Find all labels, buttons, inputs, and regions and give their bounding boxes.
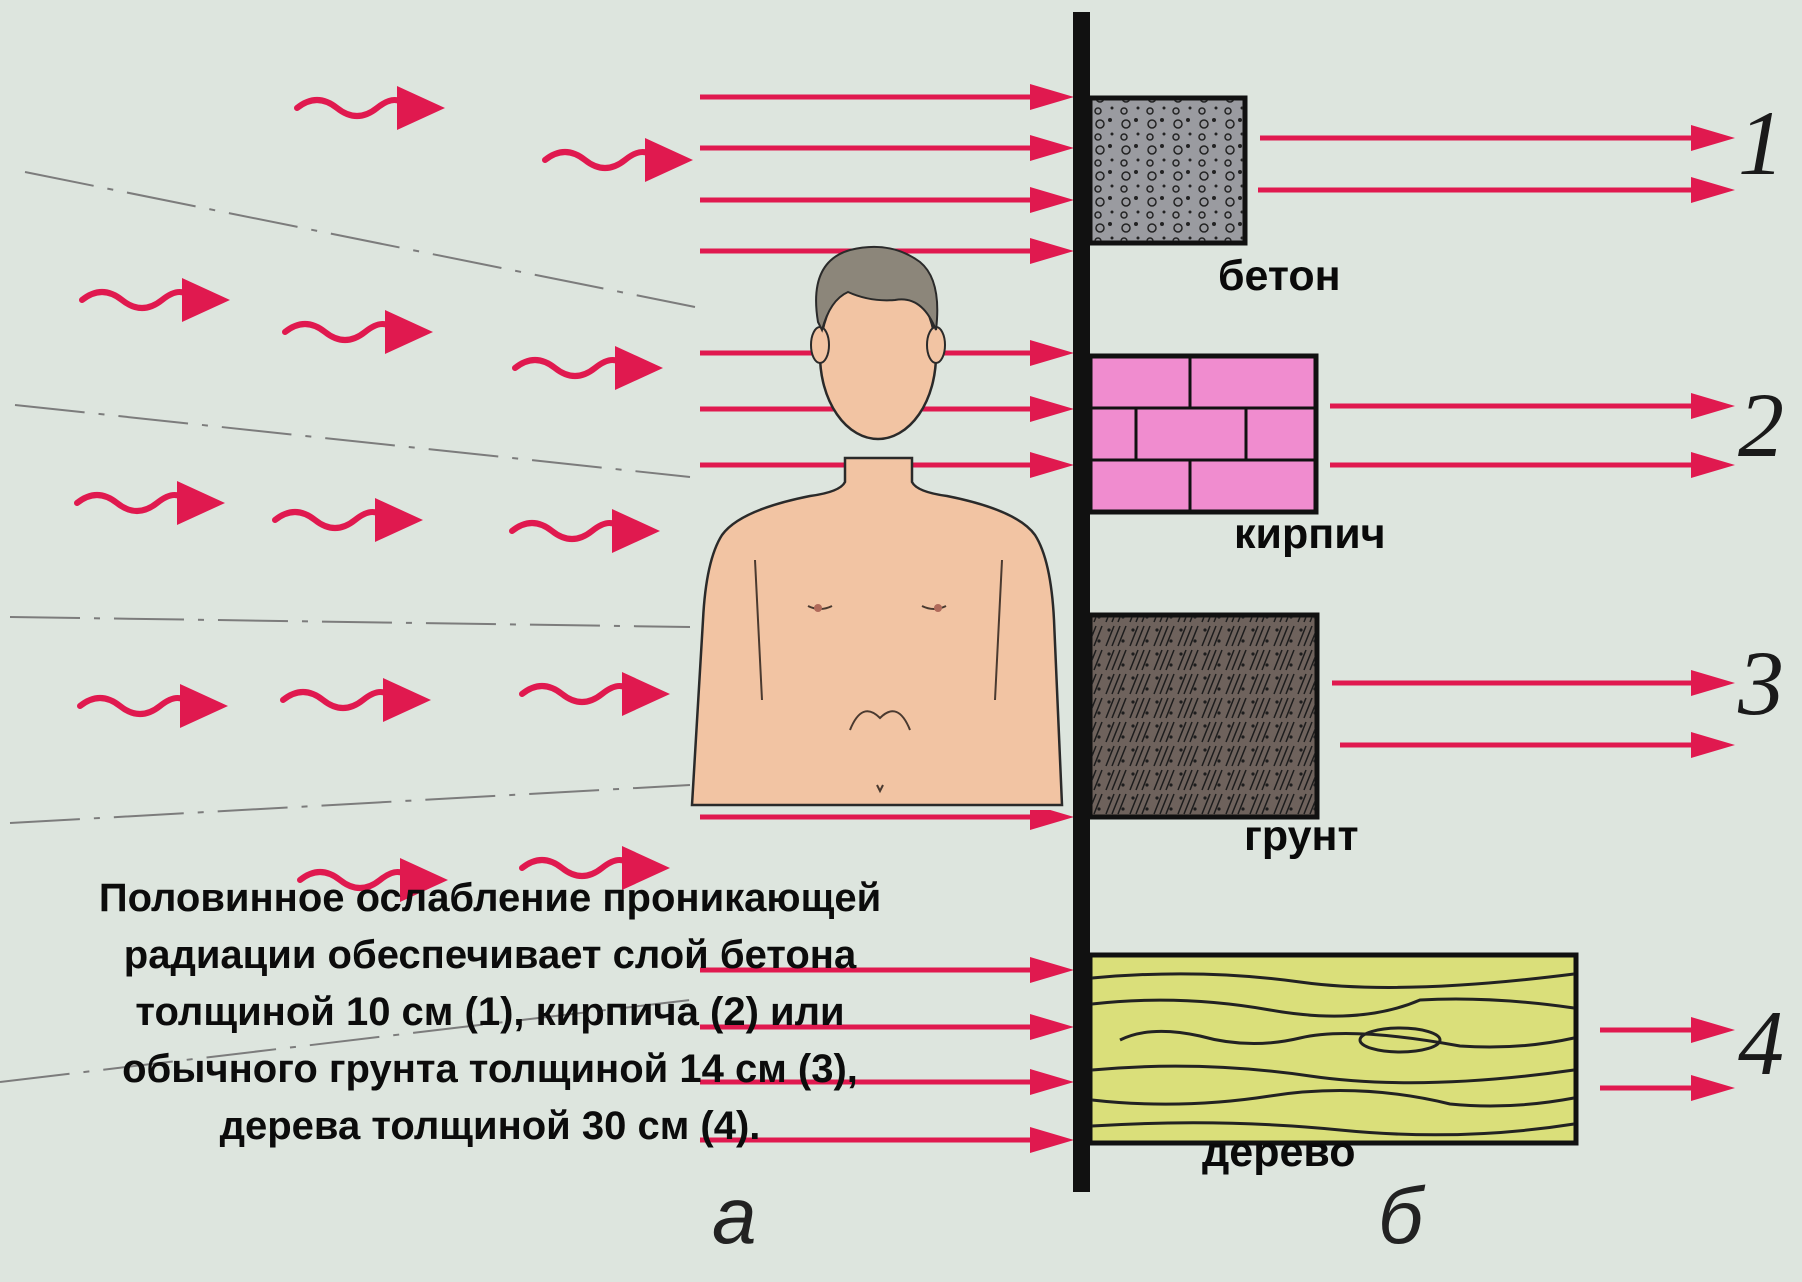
material-number-4: 4 (1738, 990, 1784, 1096)
wavy-arrow (80, 684, 228, 728)
part-label-b: б (1378, 1170, 1423, 1262)
caption-text: Половинное ослабление проникающей радиац… (10, 870, 970, 1155)
radiation-arrow (700, 187, 1074, 213)
material-label-concrete: бетон (1218, 252, 1341, 301)
wavy-radiation-arrows (77, 86, 693, 902)
wavy-arrow (285, 310, 433, 354)
human-figure-icon (690, 247, 1080, 810)
radiation-arrow (1258, 177, 1735, 203)
material-number-3: 3 (1738, 630, 1784, 736)
wavy-arrow (275, 498, 423, 542)
material-label-brick: кирпич (1234, 510, 1386, 559)
wavy-arrow (283, 678, 431, 722)
radiation-arrow (700, 135, 1074, 161)
radiation-arrow (1330, 452, 1735, 478)
caption-line: радиации обеспечивает слой бетона (10, 927, 970, 984)
material-label-soil: грунт (1244, 812, 1359, 861)
material-number-2: 2 (1738, 372, 1784, 478)
caption-line: толщиной 10 см (1), кирпича (2) или (10, 984, 970, 1041)
wavy-arrow (515, 346, 663, 390)
radiation-arrow (1330, 393, 1735, 419)
material-label-wood: дерево (1202, 1128, 1356, 1177)
wavy-arrow (77, 481, 225, 525)
part-label-a: а (712, 1170, 757, 1262)
caption-line: дерева толщиной 30 см (4). (10, 1098, 970, 1155)
radiation-arrow (1340, 732, 1735, 758)
wavy-arrow (82, 278, 230, 322)
radiation-arrow (700, 84, 1074, 110)
soil-block (1090, 615, 1317, 817)
wavy-arrow (297, 86, 445, 130)
barrier-wall (1073, 12, 1090, 1192)
wavy-arrow (512, 509, 660, 553)
wavy-arrow (522, 672, 670, 716)
caption-line: Половинное ослабление проникающей (10, 870, 970, 927)
radiation-arrow (1332, 670, 1735, 696)
material-number-1: 1 (1738, 90, 1784, 196)
concrete-block (1090, 98, 1245, 243)
brick-block (1090, 356, 1316, 512)
radiation-arrow (1260, 125, 1735, 151)
radiation-arrow (1600, 1075, 1735, 1101)
radiation-arrow (1600, 1017, 1735, 1043)
caption-line: обычного грунта толщиной 14 см (3), (10, 1041, 970, 1098)
wood-block (1090, 955, 1576, 1143)
wavy-arrow (545, 138, 693, 182)
